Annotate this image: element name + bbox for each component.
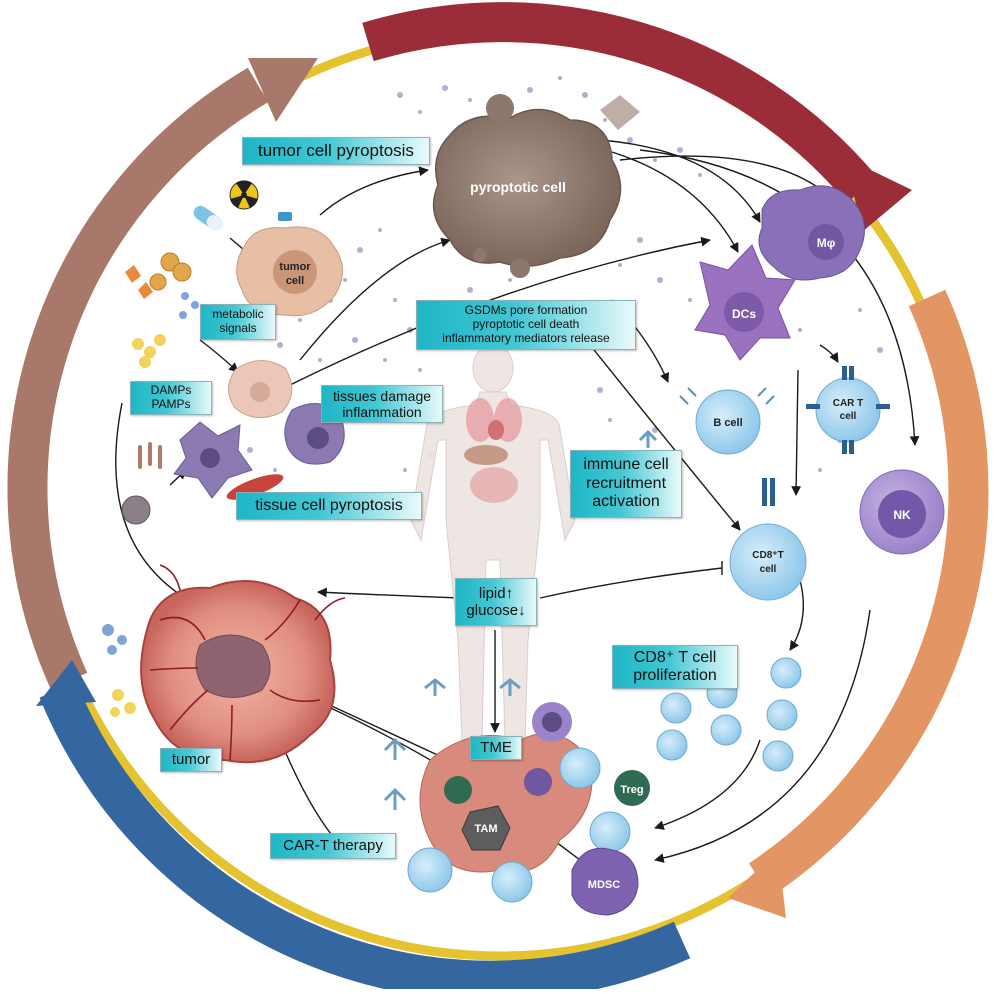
ring-arrow-blue: [36, 660, 96, 706]
glucose-line: glucose↓: [466, 602, 526, 619]
drug-pill-icon: [193, 205, 223, 231]
ring-segment-red: [362, 2, 878, 203]
label-metabolic-signals: metabolic signals: [200, 304, 276, 340]
label-damps-pamps: DAMPs PAMPs: [130, 381, 212, 415]
pathogen-icons: [121, 252, 199, 525]
label-gsdms-mechanism: GSDMs pore formation pyroptotic cell dea…: [416, 300, 636, 350]
cd8-t-label-1: CD8⁺T: [752, 550, 783, 561]
nk-cell: NK: [859, 469, 945, 555]
gsdms-line-3: inflammatory mediators release: [442, 330, 610, 345]
radiation-icon: [229, 180, 259, 210]
nk-cell-label: NK: [893, 508, 911, 522]
cd8-t-cell: CD8⁺T cell: [729, 478, 807, 601]
label-lipid-glucose: lipid↑ glucose↓: [455, 578, 537, 626]
liver: [464, 445, 508, 465]
tumor-cell-label-1: tumor: [279, 261, 311, 273]
tissues-damage-line-2: inflammation: [342, 404, 422, 420]
b-cell-label: B cell: [713, 417, 742, 429]
metabolic-signals-line-2: signals: [219, 321, 257, 335]
macrophage-label: Mφ: [817, 236, 836, 250]
label-tme: TME: [470, 736, 522, 760]
damaged-tissue-cell: [228, 360, 293, 419]
dendritic-tissue-cell: [173, 421, 253, 499]
ring-segment-brown: [7, 67, 269, 690]
treg-label: Treg: [620, 784, 643, 796]
damps-line: DAMPs: [150, 383, 192, 398]
macrophage: Mφ: [758, 185, 865, 281]
gsdms-line-1: GSDMs pore formation: [464, 303, 588, 318]
ring-arrow-brown: [248, 58, 318, 122]
inhibition-line: [539, 561, 723, 599]
label-tumor: tumor: [160, 748, 222, 772]
label-immune-recruitment: immune cell recruitment activation: [570, 450, 682, 518]
tme-cluster: [407, 702, 631, 903]
tumor-cell: tumor cell: [236, 212, 343, 317]
lipid-line: lipid↑: [478, 584, 514, 602]
car-t-label-1: CAR T: [833, 398, 864, 409]
tam-cell: TAM: [461, 805, 511, 851]
pamps-line: PAMPs: [151, 397, 191, 411]
mdsc-cell: MDSC: [571, 847, 639, 916]
cd8-proliferation-line-2: proliferation: [633, 667, 717, 684]
ring-arrow-red: [846, 158, 912, 232]
tumor-cell-label-2: cell: [286, 275, 304, 287]
label-tissue-cell-pyroptosis: tissue cell pyroptosis: [236, 492, 422, 520]
immune-line-1: immune cell: [583, 456, 669, 474]
cd8-t-label-2: cell: [760, 564, 777, 575]
immune-line-2: recruitment: [585, 474, 667, 492]
virus-icon: [121, 495, 151, 525]
car-t-label-2: cell: [840, 411, 857, 422]
cd8-proliferation-line-1: CD8⁺ T cell: [633, 648, 717, 666]
antibody-icons: [383, 429, 658, 810]
ring-arrow-orange: [728, 850, 786, 918]
dendritic-cell: DCs: [694, 244, 796, 361]
ring-segment-orange: [748, 289, 989, 897]
mdsc-label: MDSC: [588, 879, 620, 891]
gsdm-pore-icon: [278, 212, 292, 221]
tumor-mass: [140, 564, 346, 764]
pyroptotic-cell-label: pyroptotic cell: [470, 179, 566, 195]
b-cell: B cell: [679, 387, 775, 455]
pyroptotic-cell: pyroptotic cell: [432, 94, 640, 278]
label-tissues-damage: tissues damage inflammation: [321, 385, 443, 423]
car-t-cell: CAR T cell: [806, 366, 890, 454]
tam-label: TAM: [474, 823, 497, 835]
gsdms-line-2: pyroptotic cell death: [472, 317, 580, 332]
label-car-t-therapy: CAR-T therapy: [270, 833, 396, 859]
tumor-side-particles: [102, 624, 136, 717]
organs: [464, 398, 522, 503]
ring-segment-blue: [39, 682, 691, 994]
treg-cell: Treg: [614, 770, 650, 806]
cycle-ring: [7, 2, 989, 994]
label-tumor-cell-pyroptosis: tumor cell pyroptosis: [242, 137, 430, 165]
lung-left: [466, 398, 494, 442]
immune-line-3: activation: [592, 493, 660, 511]
dendritic-cell-label: DCs: [732, 307, 756, 321]
metabolic-signals-line-1: metabolic: [212, 307, 264, 322]
intestines: [470, 467, 518, 503]
heart-icon: [488, 420, 504, 440]
label-cd8-proliferation: CD8⁺ T cell proliferation: [612, 645, 738, 689]
tissues-damage-line-1: tissues damage: [332, 387, 432, 404]
